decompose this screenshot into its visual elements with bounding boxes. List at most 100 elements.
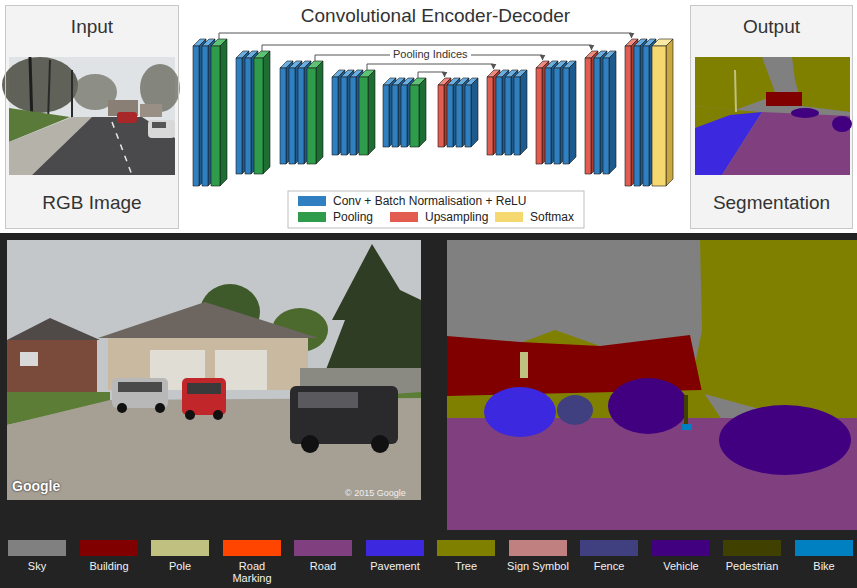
conv-layer xyxy=(465,78,478,147)
class-name: Building xyxy=(76,560,142,572)
pooling-layer xyxy=(359,70,375,155)
pooling-layer-face xyxy=(263,51,270,174)
pooling-layer xyxy=(254,51,270,174)
softmax-layer-face xyxy=(652,46,666,186)
conv-layer-face xyxy=(520,70,527,155)
conv-layer-face xyxy=(465,85,471,147)
legend-swatch xyxy=(298,196,326,206)
class-swatch xyxy=(8,540,66,556)
pooling-layer-face xyxy=(307,68,316,164)
conv-layer-face xyxy=(447,85,453,147)
image-panel: InputRGB Image xyxy=(5,5,179,229)
pooling-layer xyxy=(211,39,227,186)
input-photo xyxy=(2,57,180,175)
pooling-layer-face xyxy=(316,61,323,164)
house-segmentation xyxy=(447,240,857,530)
conv-layer-face xyxy=(245,58,251,174)
conv-layer-face xyxy=(471,78,478,147)
conv-layer-face xyxy=(456,85,462,147)
panel-heading: Output xyxy=(691,16,852,38)
class-swatch xyxy=(366,540,424,556)
upsampling-layer-face xyxy=(438,85,444,147)
top-ground xyxy=(0,0,857,233)
conv-layer-face xyxy=(554,68,560,164)
class-name: Pole xyxy=(147,560,213,572)
class-name: Tree xyxy=(433,560,499,572)
panel-fill xyxy=(5,5,179,229)
pooling-layer-face xyxy=(368,70,375,155)
conv-layer-face xyxy=(514,77,520,155)
conv-layer xyxy=(563,61,576,164)
conv-layer-face xyxy=(505,77,511,155)
panel-caption: Segmentation xyxy=(691,192,852,214)
skip-label: Pooling Indices xyxy=(390,48,471,61)
class-swatch xyxy=(795,540,853,556)
conv-layer-face xyxy=(289,68,295,164)
conv-layer-face xyxy=(383,85,389,147)
panel-heading: Input xyxy=(6,16,178,38)
class-swatch xyxy=(437,540,495,556)
class-swatch xyxy=(723,540,781,556)
conv-layer-face xyxy=(332,77,338,155)
class-swatch xyxy=(652,540,710,556)
class-name: Sign Symbol xyxy=(505,560,571,572)
image-panel: OutputSegmentation xyxy=(690,5,853,229)
class-name: Vehicle xyxy=(648,560,714,572)
class-name: Pavement xyxy=(362,560,428,572)
legend-swatch xyxy=(298,212,326,222)
pooling-layer-face xyxy=(410,85,419,147)
class-name: Fence xyxy=(576,560,642,572)
pooling-layer-face xyxy=(220,39,227,186)
class-swatch xyxy=(294,540,352,556)
conv-layer-face xyxy=(496,77,502,155)
conv-layer-face xyxy=(350,77,356,155)
legend-text: Pooling xyxy=(333,210,373,224)
conv-layer-face xyxy=(569,61,576,164)
class-name: Bike xyxy=(791,560,857,572)
copyright: © 2015 Google xyxy=(345,488,406,499)
legend-text: Softmax xyxy=(530,210,574,224)
pooling-layer-face xyxy=(254,58,263,174)
pooling-layer-face xyxy=(211,46,220,186)
conv-layer-face xyxy=(193,46,199,186)
class-swatch xyxy=(80,540,138,556)
class-name: Sky xyxy=(4,560,70,572)
watermark: Google xyxy=(12,478,60,494)
conv-layer-face xyxy=(298,68,304,164)
upsampling-layer-face xyxy=(585,58,591,174)
class-name: Road xyxy=(290,560,356,572)
class-name: Pedestrian xyxy=(719,560,785,572)
conv-layer-face xyxy=(609,51,616,174)
legend-text: Upsampling xyxy=(425,210,488,224)
conv-layer-face xyxy=(236,58,242,174)
pooling-layer xyxy=(307,61,323,164)
conv-layer-face xyxy=(202,46,208,186)
conv-layer-face xyxy=(545,68,551,164)
conv-layer-face xyxy=(401,85,407,147)
conv-layer-face xyxy=(392,85,398,147)
legend-swatch xyxy=(495,212,523,222)
class-swatch xyxy=(509,540,567,556)
conv-layer-face xyxy=(563,68,569,164)
pooling-layer-face xyxy=(359,77,368,155)
softmax-layer xyxy=(652,39,673,186)
pooling-index-link xyxy=(418,72,445,78)
diagram-title: Convolutional Encoder-Decoder xyxy=(183,5,688,27)
upsampling-layer-face xyxy=(487,77,493,155)
panel-fill xyxy=(690,5,853,229)
conv-layer-face xyxy=(280,68,286,164)
conv-layer-face xyxy=(341,77,347,155)
pooling-index-link xyxy=(219,33,632,39)
legend-box xyxy=(288,191,584,228)
conv-layer-face xyxy=(643,46,649,186)
conv-layer xyxy=(603,51,616,174)
pooling-layer xyxy=(410,78,426,147)
conv-layer-face xyxy=(603,58,609,174)
pooling-layer-face xyxy=(419,78,426,147)
class-swatch xyxy=(223,540,281,556)
conv-layer xyxy=(514,70,527,155)
legend-text: Conv + Batch Normalisation + ReLU xyxy=(333,194,526,208)
conv-layer-face xyxy=(634,46,640,186)
